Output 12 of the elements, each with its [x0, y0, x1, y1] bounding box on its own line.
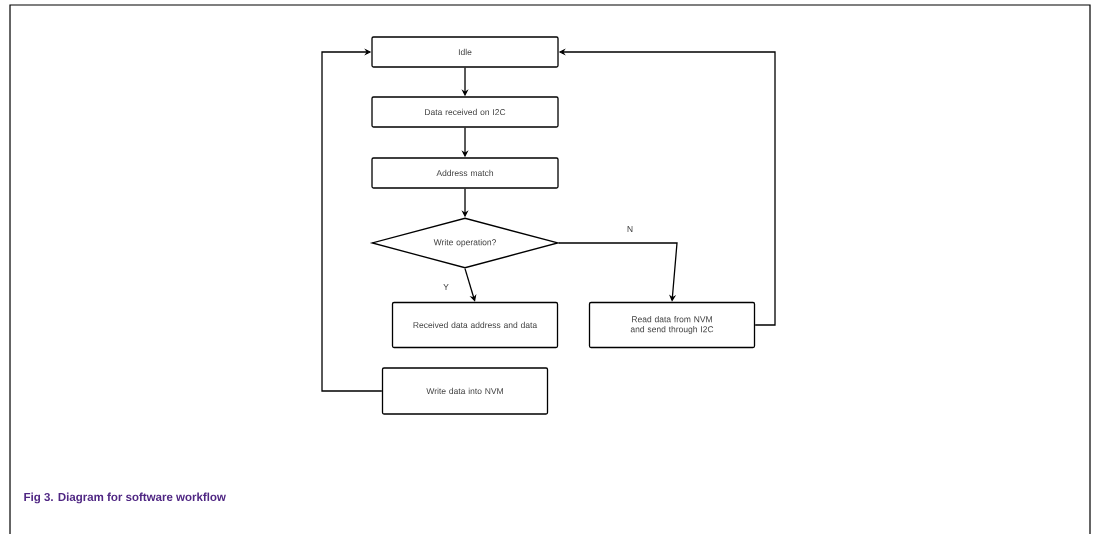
edge-label: N: [625, 225, 635, 233]
arrow: [558, 242, 678, 302]
process-box: Address match: [371, 157, 559, 189]
figure-caption: Fig 3. Diagram for software workflow: [24, 492, 226, 504]
process-box: Received data address and data: [391, 301, 559, 349]
process-box: Read data from NVM and send through I2C: [588, 301, 756, 349]
process-box: Data received on I2C: [371, 96, 559, 128]
edge-label: Y: [442, 283, 450, 291]
process-box: Idle: [371, 36, 559, 68]
arrow: [464, 268, 477, 302]
process-box: Write data into NVM: [381, 367, 549, 415]
arrow: [321, 48, 383, 392]
